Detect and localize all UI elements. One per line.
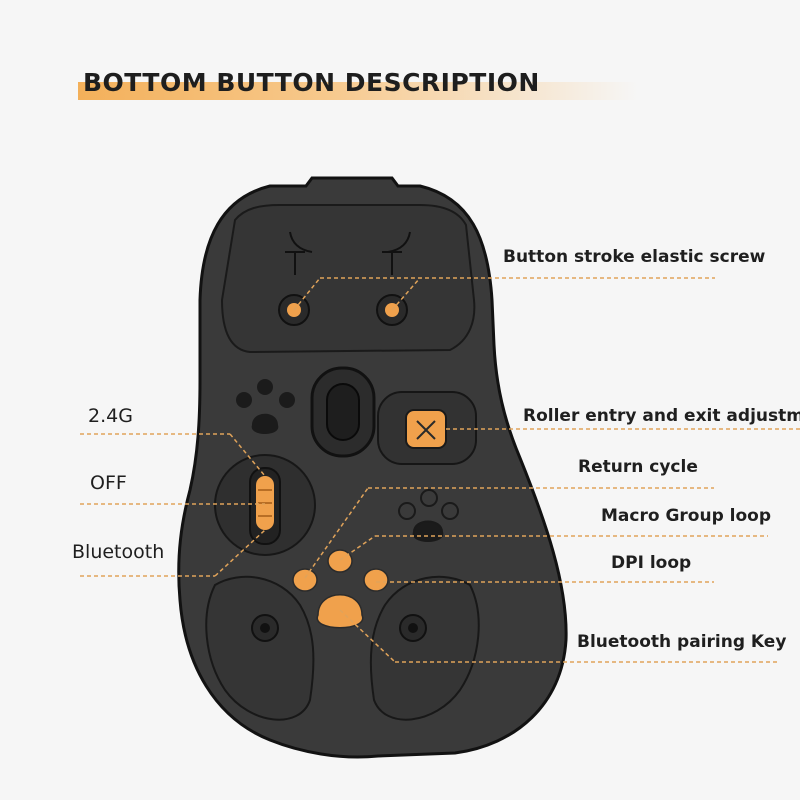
roller-adjust-marks [416, 420, 436, 440]
label-return-cycle: Return cycle [578, 457, 698, 477]
label-bluetooth-pairing-key: Bluetooth pairing Key [577, 632, 787, 652]
title-bar: BOTTOM BUTTON DESCRIPTION [78, 68, 638, 102]
sensor-lens [326, 383, 360, 441]
pad-right [369, 575, 480, 721]
label-dpi-loop: DPI loop [611, 553, 692, 573]
label-button-stroke-elastic-screw: Button stroke elastic screw [503, 247, 766, 267]
title-highlight [78, 82, 638, 100]
paw-print-dark-top [236, 379, 295, 434]
leader-lines-left [80, 433, 266, 577]
top-arc-left [289, 231, 313, 253]
label-bluetooth: Bluetooth [72, 541, 165, 563]
pad-left-screw-core [260, 623, 270, 633]
pad-left [205, 575, 315, 721]
label-macro-group-loop: Macro Group loop [601, 506, 772, 526]
label-roller-entry-exit-adjust: Roller entry and exit adjustm [523, 406, 800, 426]
pad-right-screw-core [408, 623, 418, 633]
label-off: OFF [90, 472, 127, 494]
leader-lines-right [293, 277, 800, 663]
page-title: BOTTOM BUTTON DESCRIPTION [83, 68, 540, 97]
label-2-4g: 2.4G [88, 405, 133, 427]
